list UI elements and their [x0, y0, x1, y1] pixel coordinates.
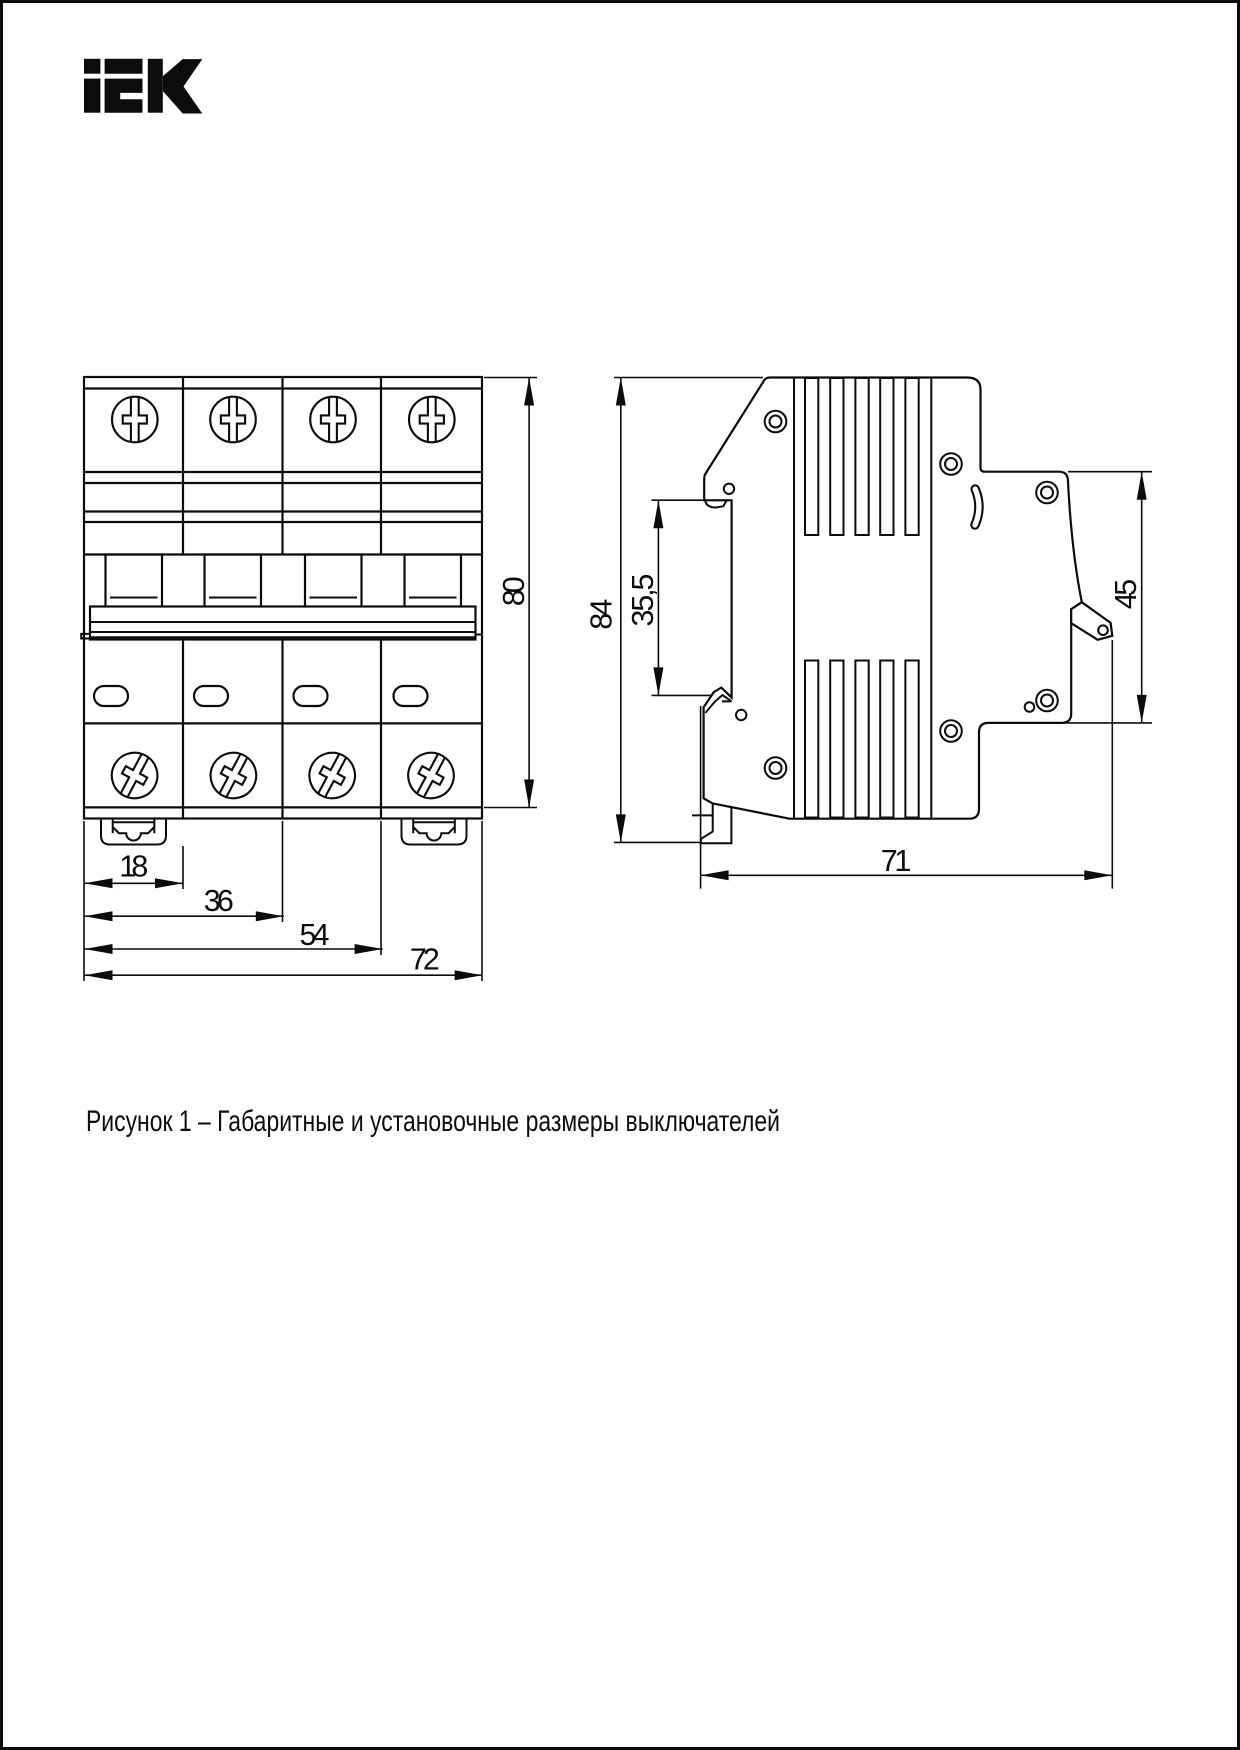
svg-text:84: 84 [584, 599, 618, 630]
svg-text:71: 71 [881, 844, 912, 878]
svg-text:80: 80 [497, 576, 531, 606]
svg-text:54: 54 [300, 918, 330, 952]
svg-text:Рисунок 1 – Габаритные и устан: Рисунок 1 – Габаритные и установочные ра… [86, 1105, 780, 1138]
svg-text:45: 45 [1109, 579, 1143, 610]
svg-text:18: 18 [119, 849, 148, 883]
svg-text:72: 72 [410, 943, 440, 977]
svg-text:36: 36 [204, 884, 234, 918]
svg-text:35,5: 35,5 [626, 574, 660, 627]
